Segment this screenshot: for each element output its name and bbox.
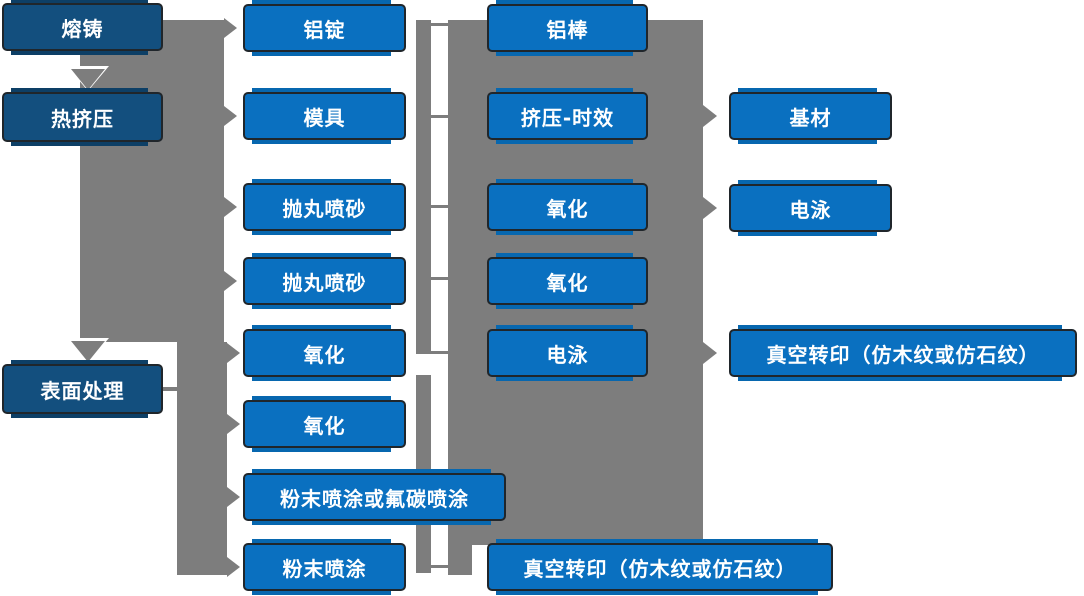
arrow-to-shot-blasting-1	[224, 197, 237, 217]
node-mould: 模具	[243, 88, 406, 144]
node-melt-cast: 熔铸	[2, 0, 163, 55]
trunk-lower	[177, 342, 227, 575]
arrow-to-shot-blasting-2	[224, 271, 237, 291]
node-shot-blasting-2: 抛丸喷砂	[243, 253, 406, 309]
bus-tick-row3	[431, 205, 448, 208]
center-block-foot	[448, 545, 472, 575]
arrow-to-electrophoresis-2	[703, 197, 717, 219]
bus-tick-row2	[431, 115, 448, 118]
arrow-to-oxidation-1	[227, 343, 240, 363]
surface-treatment-stub	[163, 387, 177, 391]
bus-bar-upper	[416, 20, 431, 354]
node-shot-blasting-1: 抛丸喷砂	[243, 179, 406, 235]
node-electrophoresis-2: 电泳	[729, 180, 892, 236]
bus-tick-row5	[431, 351, 448, 354]
arrow-to-oxidation-2	[227, 414, 240, 434]
arrow-to-vacuum-transfer-2	[703, 342, 717, 364]
node-oxidation-2: 氧化	[243, 396, 406, 452]
node-oxidation-1: 氧化	[243, 325, 406, 381]
node-aluminum-ingot: 铝锭	[243, 0, 406, 56]
arrow-to-powder-coating	[227, 557, 240, 577]
down-arrow-to-surface-treatment	[71, 341, 105, 362]
node-hot-extrusion: 热挤压	[2, 88, 163, 146]
node-vacuum-transfer-2: 真空转印（仿木纹或仿石纹）	[729, 325, 1077, 381]
node-base-material: 基材	[729, 88, 892, 144]
arrow-to-base-material	[703, 105, 717, 127]
bus-tick-row4	[431, 277, 448, 280]
node-vacuum-transfer-1: 真空转印（仿木纹或仿石纹）	[487, 539, 833, 595]
node-powder-coating: 粉末喷涂	[243, 539, 406, 595]
node-oxidation-4: 氧化	[487, 253, 648, 309]
node-aluminum-rod: 铝棒	[487, 0, 648, 56]
down-arrow-to-hot-extrusion	[71, 69, 105, 90]
node-electrophoresis-1: 电泳	[487, 325, 648, 381]
arrow-to-mould	[224, 106, 237, 126]
node-surface-treatment: 表面处理	[2, 360, 163, 418]
bus-tick-row1	[431, 23, 448, 26]
node-oxidation-3: 氧化	[487, 179, 648, 235]
bus-tick-row8	[431, 565, 448, 568]
node-powder-or-fluorocarbon: 粉末喷涂或氟碳喷涂	[243, 469, 506, 525]
node-extrusion-aging: 挤压-时效	[487, 88, 648, 144]
arrow-to-aluminum-ingot	[224, 18, 237, 38]
arrow-to-powder-or-fluorocarbon	[227, 487, 240, 507]
